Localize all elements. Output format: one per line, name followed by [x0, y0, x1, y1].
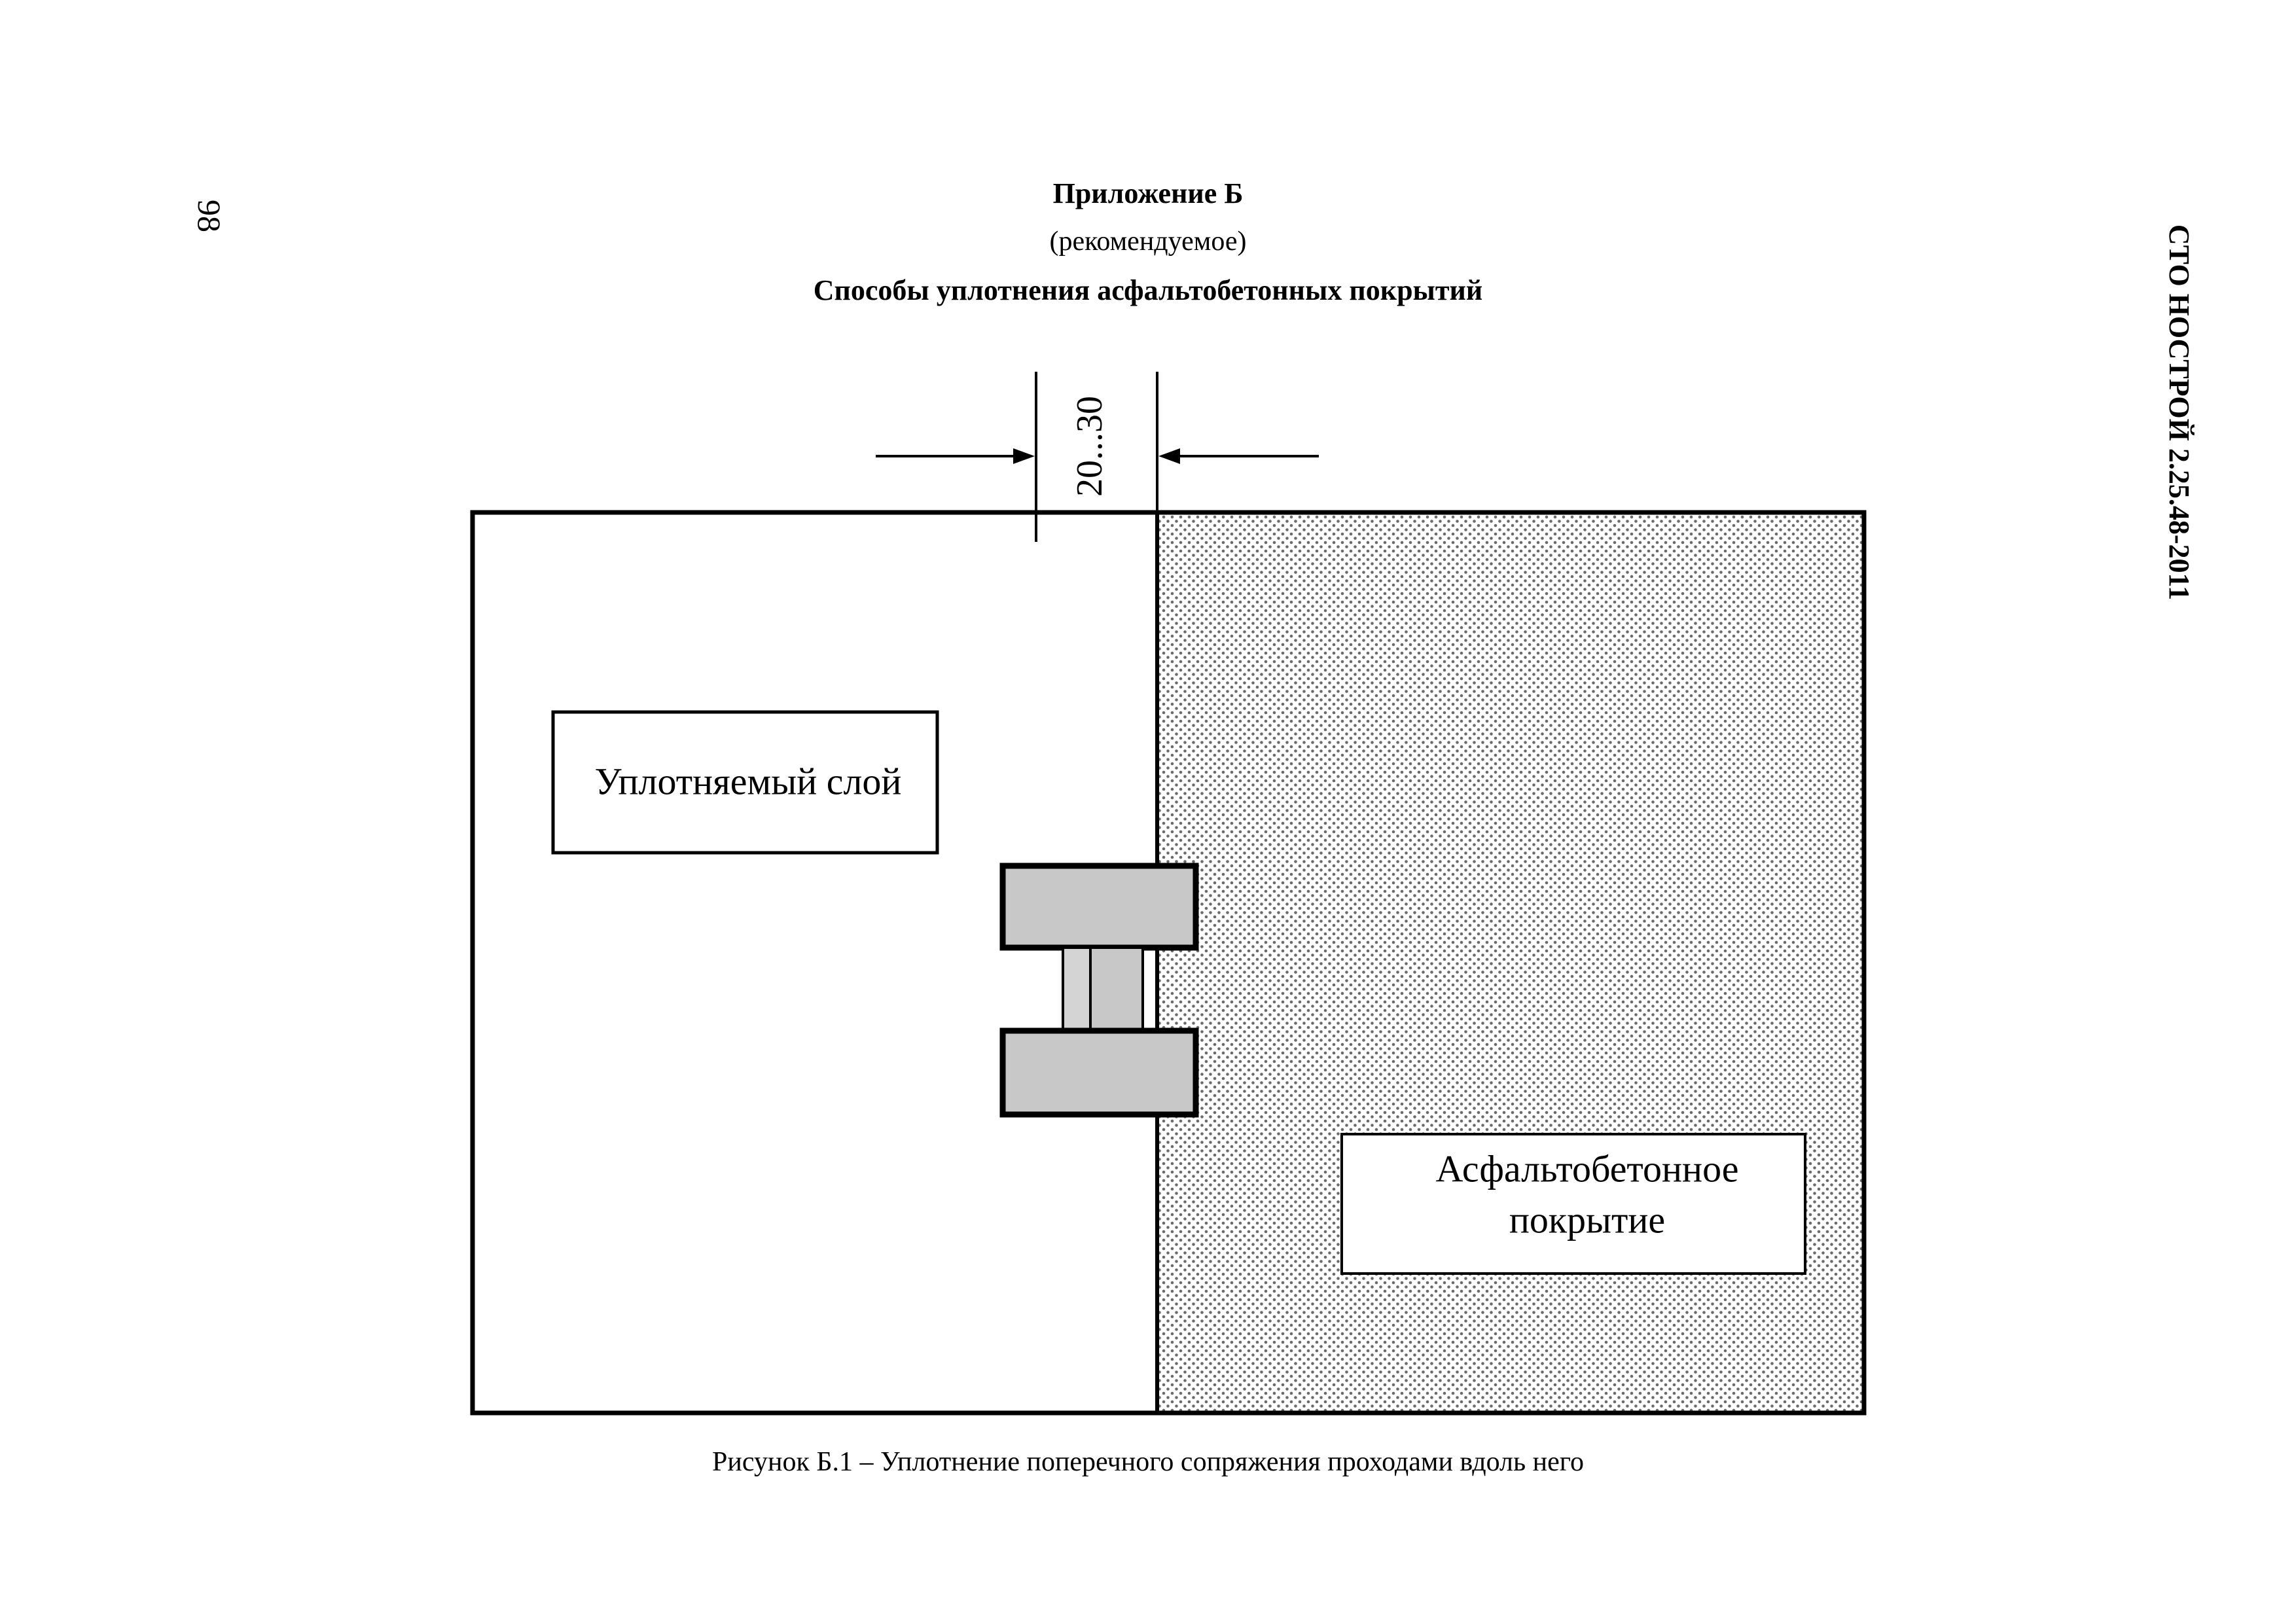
roller-frame-right [1089, 946, 1144, 1035]
dimension-arrow-left [876, 448, 1035, 464]
dimension-arrow-right [1158, 448, 1319, 464]
appendix-subtitle: (рекомендуемое) [1049, 226, 1247, 257]
compacted-layer-label-box [551, 710, 939, 855]
asphalt-pavement-label-line2: покрытие [1509, 1198, 1665, 1241]
asphalt-pavement-label-line1: Асфальтобетонное [1435, 1147, 1738, 1190]
figure-caption: Рисунок Б.1 – Уплотнение поперечного соп… [712, 1447, 1584, 1477]
dimension-label: 20...30 [1069, 396, 1110, 497]
appendix-title: Приложение Б [1052, 177, 1244, 209]
asphalt-pavement-label-box [1340, 1133, 1806, 1275]
roller-drum-top [999, 863, 1199, 951]
roller-drum-bottom [999, 1027, 1199, 1118]
section-title: Способы уплотнения асфальтобетонных покр… [813, 274, 1483, 306]
roller-frame-left [1062, 946, 1092, 1035]
asphalt-pavement-area [1157, 512, 1864, 1413]
diagram-outer-frame [470, 510, 1867, 1416]
compacted-layer-label: Уплотняемый слой [595, 760, 902, 802]
